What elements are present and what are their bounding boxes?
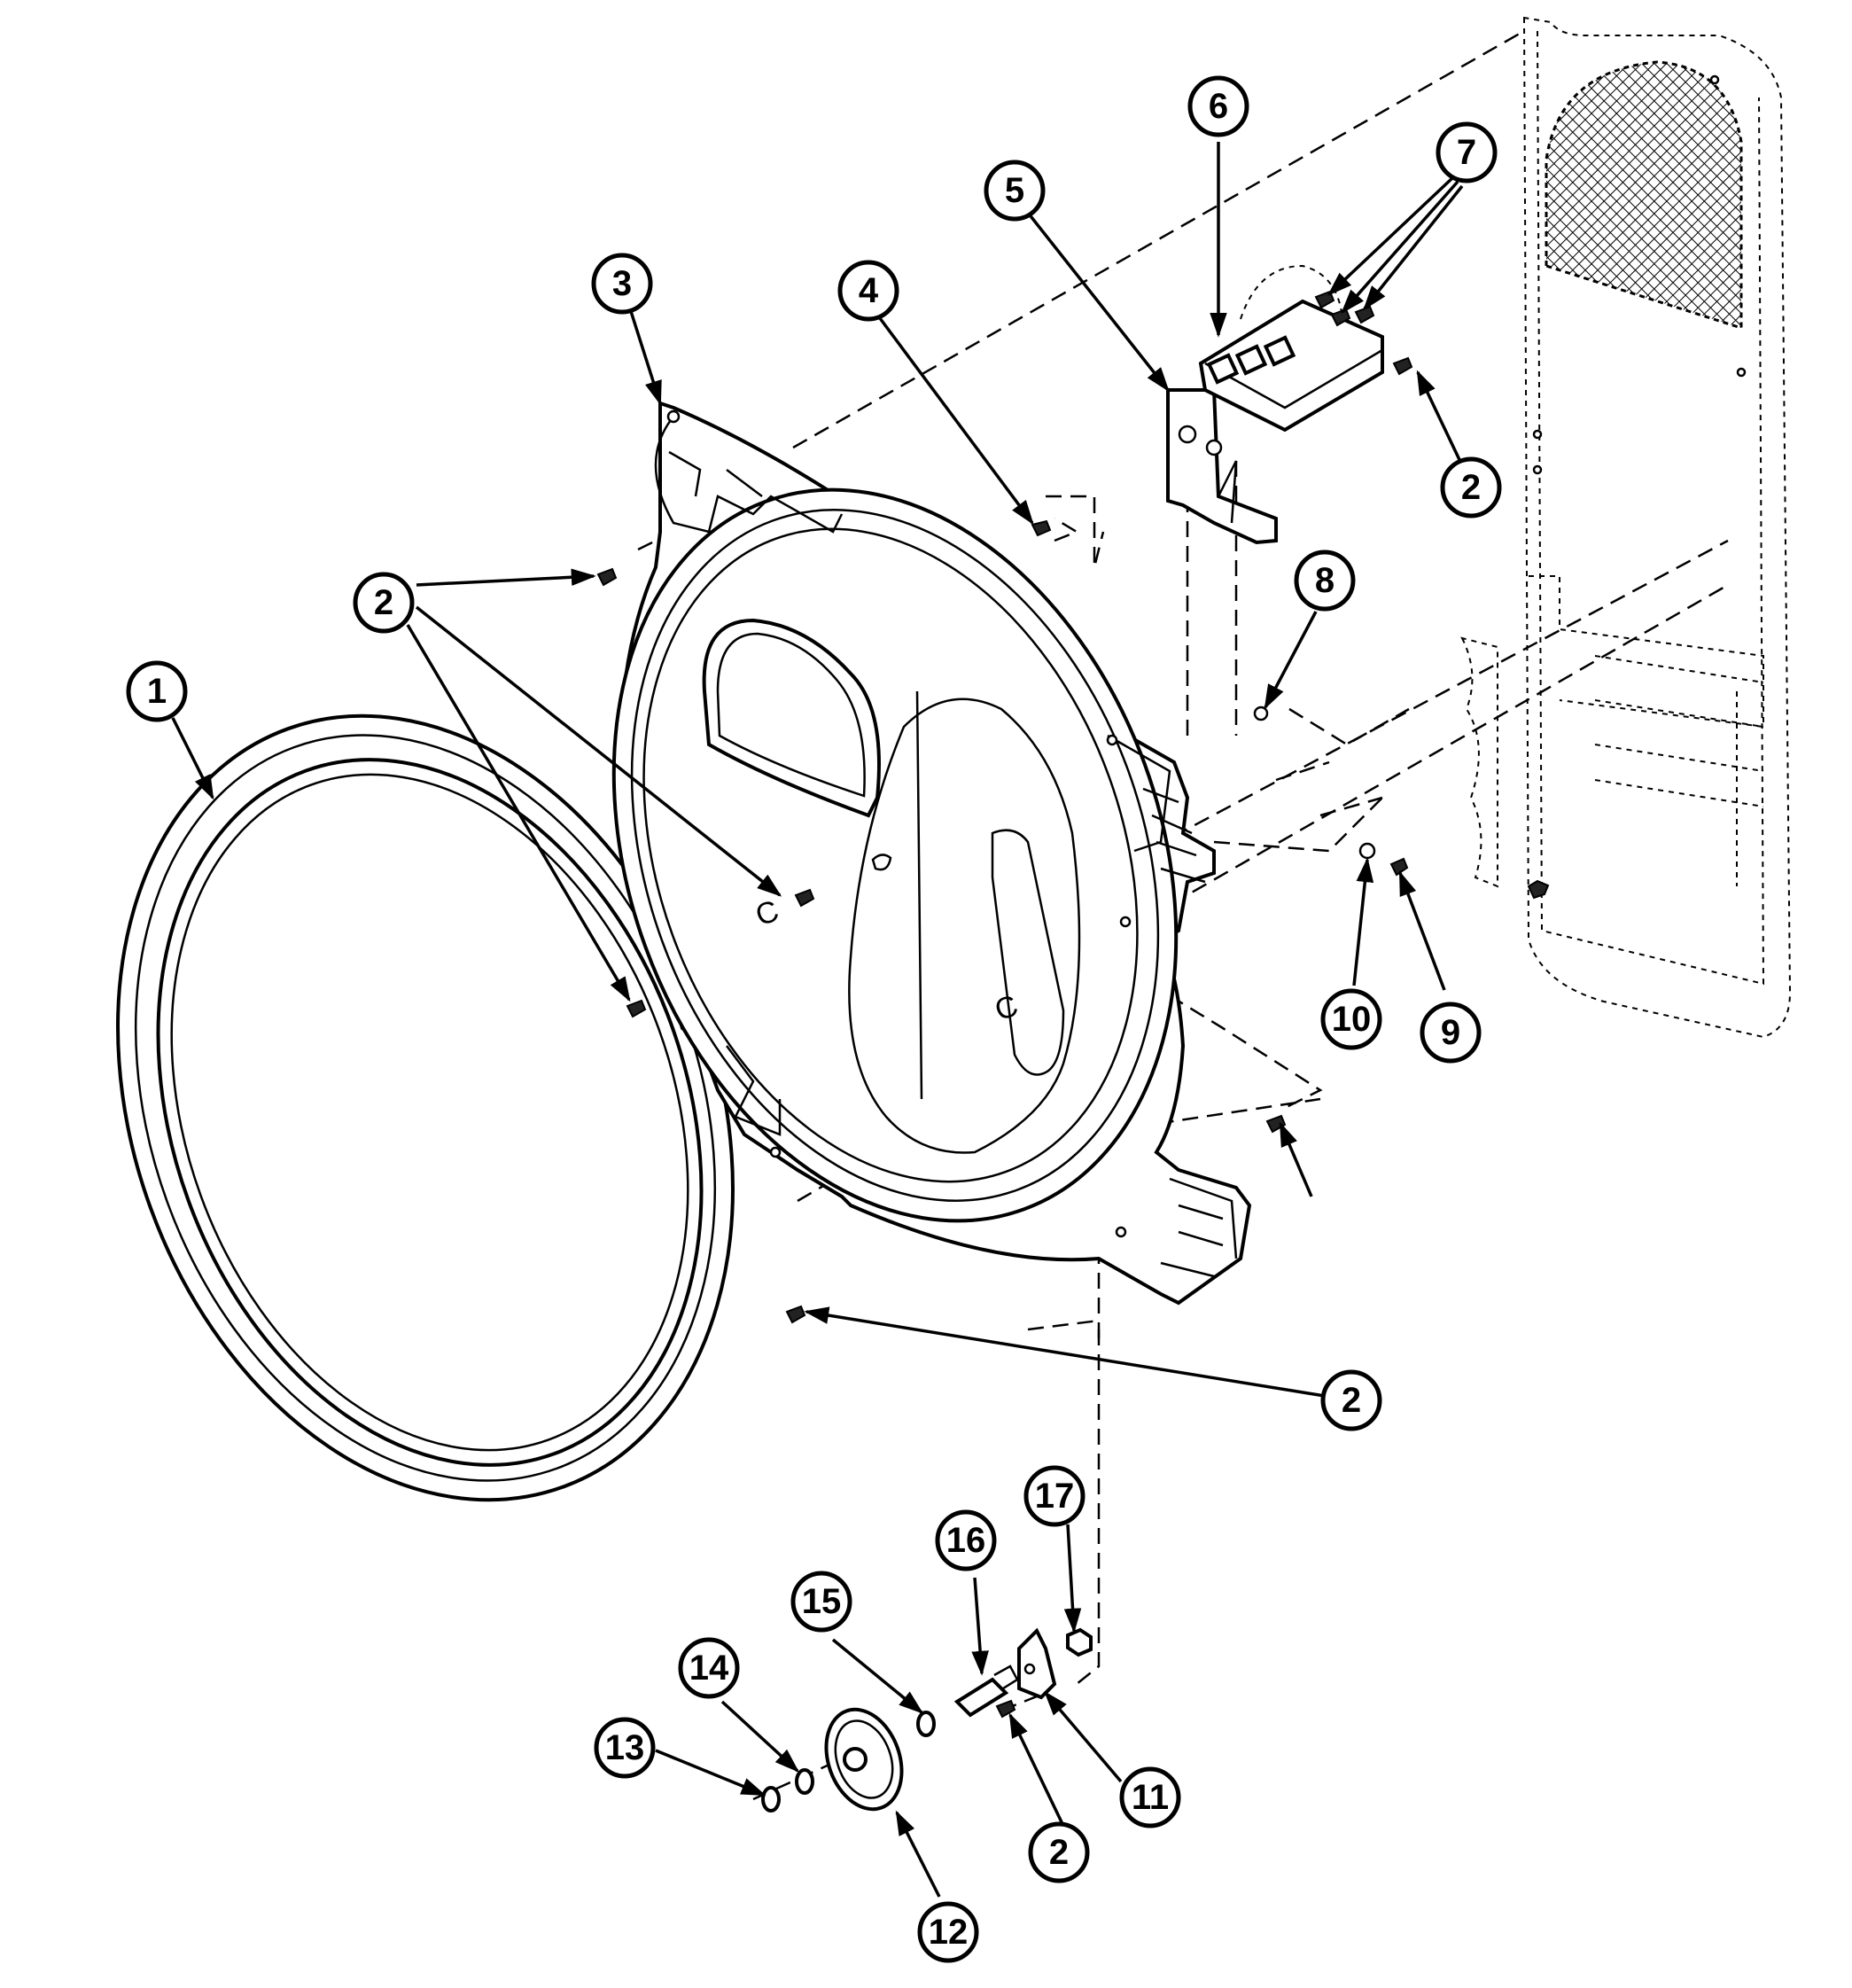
callout-9: 9 bbox=[1420, 1002, 1482, 1064]
svg-text:2: 2 bbox=[1049, 1833, 1069, 1872]
door-seal-ring bbox=[116, 713, 735, 1502]
svg-text:2: 2 bbox=[1461, 468, 1481, 507]
svg-text:15: 15 bbox=[802, 1582, 842, 1621]
screw-item-2-bulkhead-center bbox=[794, 888, 815, 908]
screw-item-7c bbox=[1354, 305, 1375, 324]
callout-10: 10 bbox=[1320, 988, 1382, 1050]
svg-text:17: 17 bbox=[1035, 1477, 1075, 1516]
callout-13: 13 bbox=[594, 1717, 656, 1779]
callout-2-roller: 2 bbox=[1028, 1821, 1090, 1883]
screw-item-2-bulkhead-top bbox=[596, 567, 618, 587]
mounting-strip bbox=[1460, 636, 1498, 888]
roller-shaft bbox=[953, 1677, 1009, 1718]
callout-4: 4 bbox=[837, 260, 899, 322]
callout-2-upper-right: 2 bbox=[1440, 456, 1502, 518]
callout-14: 14 bbox=[678, 1637, 740, 1699]
terminal-bracket bbox=[1166, 388, 1278, 545]
callout-6: 6 bbox=[1187, 75, 1249, 137]
nut-item-8 bbox=[1253, 706, 1269, 721]
callout-12: 12 bbox=[917, 1901, 979, 1963]
screw-item-2-upper bbox=[1392, 356, 1413, 376]
svg-text:16: 16 bbox=[946, 1521, 986, 1560]
svg-text:1: 1 bbox=[147, 672, 167, 711]
callout-8: 8 bbox=[1294, 550, 1356, 612]
terminal-block bbox=[1198, 264, 1384, 433]
vent-grille bbox=[1545, 60, 1743, 331]
roller-bracket bbox=[1017, 1627, 1057, 1700]
svg-text:9: 9 bbox=[1441, 1013, 1460, 1052]
callout-3: 3 bbox=[591, 253, 653, 315]
callout-1: 1 bbox=[126, 660, 188, 722]
svg-text:12: 12 bbox=[929, 1913, 969, 1952]
callout-7: 7 bbox=[1436, 121, 1498, 183]
svg-text:2: 2 bbox=[374, 583, 393, 622]
callout-5: 5 bbox=[984, 160, 1046, 222]
screw-item-2-roller bbox=[995, 1699, 1016, 1719]
screw-item-4 bbox=[1031, 519, 1052, 537]
leader-arrows bbox=[171, 142, 1464, 1898]
svg-text:10: 10 bbox=[1332, 1000, 1372, 1039]
rear-panel-screw bbox=[1527, 879, 1550, 900]
callout-11: 11 bbox=[1119, 1766, 1181, 1828]
callout-17: 17 bbox=[1023, 1465, 1086, 1527]
svg-text:8: 8 bbox=[1315, 561, 1335, 600]
hex-nut-17 bbox=[1066, 1627, 1093, 1657]
screw-item-2-bulkhead-left bbox=[626, 999, 647, 1018]
svg-text:2: 2 bbox=[1342, 1381, 1361, 1420]
washer-item-10 bbox=[1358, 842, 1376, 860]
callout-15: 15 bbox=[790, 1571, 852, 1633]
svg-text:4: 4 bbox=[859, 271, 879, 310]
svg-text:5: 5 bbox=[1005, 171, 1024, 210]
svg-text:6: 6 bbox=[1209, 87, 1228, 126]
svg-text:3: 3 bbox=[612, 264, 632, 303]
washer-14 bbox=[795, 1768, 814, 1795]
screw-item-9 bbox=[1389, 857, 1409, 877]
retaining-ring-13 bbox=[761, 1786, 781, 1813]
svg-text:11: 11 bbox=[1132, 1778, 1169, 1817]
front-bulkhead: C C bbox=[611, 401, 1252, 1306]
callout-2-lower-right: 2 bbox=[1320, 1369, 1382, 1431]
screw-item-2-bulkhead-bottom bbox=[785, 1305, 806, 1324]
callout-16: 16 bbox=[935, 1509, 997, 1571]
roller-assembly bbox=[761, 1627, 1093, 1813]
svg-text:7: 7 bbox=[1457, 133, 1476, 172]
callout-2-left: 2 bbox=[353, 572, 415, 634]
svg-text:13: 13 bbox=[605, 1728, 645, 1767]
rear-cabinet-panel bbox=[1522, 16, 1792, 1039]
svg-text:14: 14 bbox=[689, 1649, 729, 1688]
washer-15 bbox=[916, 1711, 936, 1737]
exhaust-duct-outline bbox=[848, 698, 1081, 1154]
lint-opening bbox=[702, 618, 881, 818]
